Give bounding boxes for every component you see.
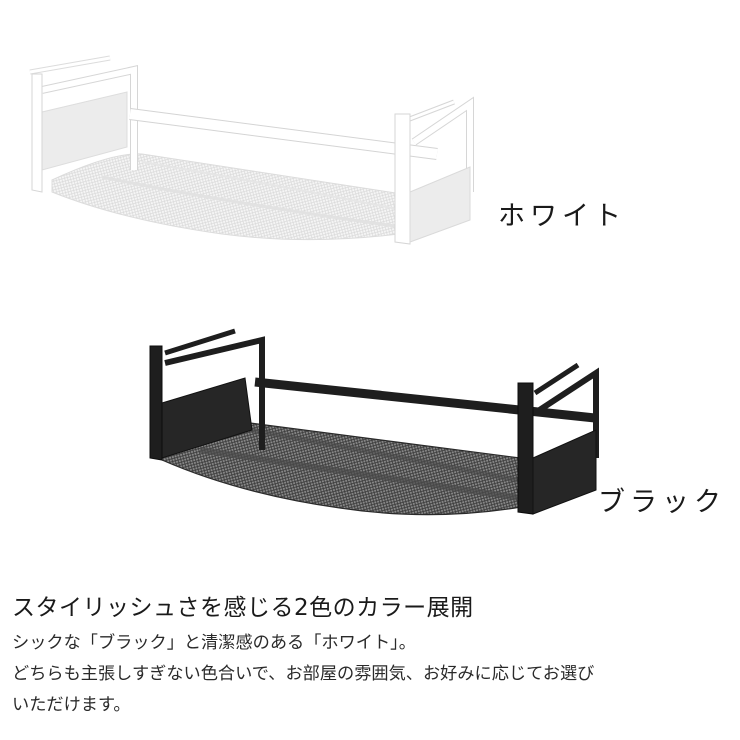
black-rack-illustration bbox=[149, 328, 599, 516]
black-rack-image bbox=[140, 318, 610, 528]
description-line: どちらも主張しすぎない色合いで、お部屋の雰囲気、お好みに応じてお選び bbox=[12, 664, 595, 684]
headline: スタイリッシュさを感じる2色のカラー展開 bbox=[12, 595, 474, 621]
white-rack-illustration bbox=[29, 55, 474, 245]
white-rack-image bbox=[22, 52, 492, 252]
white-color-label: ホワイト bbox=[498, 201, 626, 232]
description: シックな「ブラック」と清潔感のある「ホワイト」。 どちらも主張しすぎない色合いで… bbox=[12, 628, 740, 721]
description-line: シックな「ブラック」と清潔感のある「ホワイト」。 bbox=[12, 633, 416, 653]
description-line: いただけます。 bbox=[12, 695, 131, 715]
black-color-label: ブラック bbox=[598, 487, 726, 518]
